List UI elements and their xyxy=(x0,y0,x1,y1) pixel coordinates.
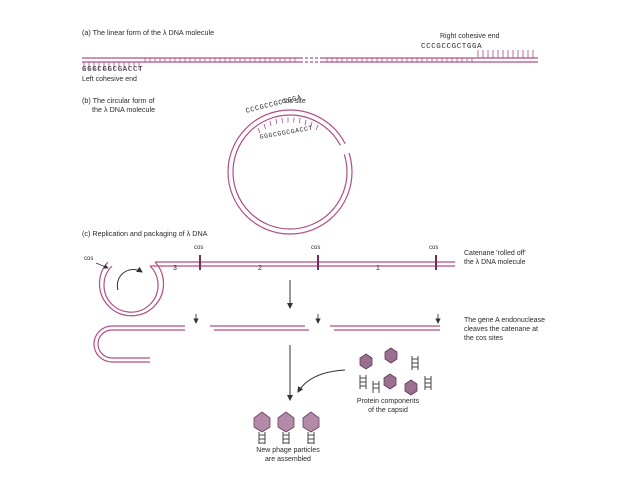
circular-dna-molecule xyxy=(227,109,353,235)
phage-assembled-line1: New phage particles xyxy=(256,447,320,454)
catenane-note-line1: Catenane 'rolled off' xyxy=(464,250,526,257)
rolling-circle xyxy=(98,261,455,317)
segment-number-1: 1 xyxy=(376,265,380,272)
left-cohesive-end-label: Left cohesive end xyxy=(82,76,137,83)
phage-particles xyxy=(253,411,320,444)
segment-number-3: 3 xyxy=(173,265,177,272)
capsid-join-arrow xyxy=(297,369,346,393)
capsid-protein-components xyxy=(359,347,432,396)
protein-components-line1: Protein components xyxy=(356,398,420,405)
cos-site-markers xyxy=(199,255,437,270)
endonuclease-note-line3: the cos sites xyxy=(464,335,503,342)
part-b-heading-line1: (b) The circular form of xyxy=(82,96,155,105)
phage-assembled-line2: are assembled xyxy=(265,456,311,463)
part-a-heading: (a) The linear form of the λ DNA molecul… xyxy=(82,28,215,37)
endonuclease-note-line2: cleaves the catenane at xyxy=(464,326,538,333)
rotation-arrow xyxy=(116,266,143,291)
phage-head-icon xyxy=(302,411,320,433)
cos-site-pairing xyxy=(257,117,319,134)
endonuclease-note-line1: The gene A endonuclease xyxy=(464,317,545,324)
cos-label-2: cos xyxy=(311,245,321,251)
right-cohesive-end-label: Right cohesive end xyxy=(440,33,500,40)
cleaved-catenane xyxy=(93,325,440,363)
part-b-heading-line2: the λ DNA molecule xyxy=(92,105,156,114)
linear-dna-molecule xyxy=(82,57,538,63)
part-c-heading: (c) Replication and packaging of λ DNA xyxy=(82,229,208,238)
cleavage-arrows xyxy=(193,314,441,324)
protein-components-line2: of the capsid xyxy=(368,407,408,414)
phage-head-icon xyxy=(253,411,271,433)
left-cohesive-sequence: GGGCGGCGACCT xyxy=(82,66,144,74)
right-cohesive-sequence: CCCGCCGCTGGA xyxy=(421,43,483,51)
cos-site-label: cos site xyxy=(282,98,306,105)
phage-head-icon xyxy=(277,411,295,433)
capsid-head-icon xyxy=(359,347,418,396)
cos-label-3: cos xyxy=(429,245,439,251)
cos-pointer xyxy=(95,262,109,269)
capsid-tail-icon xyxy=(359,356,432,393)
cos-label-left: cos xyxy=(84,256,94,262)
catenane-note-line2: the λ DNA molecule xyxy=(464,259,526,266)
linear-dna-ticks xyxy=(83,50,534,70)
cos-label-1: cos xyxy=(194,245,204,251)
segment-number-2: 2 xyxy=(258,265,262,272)
